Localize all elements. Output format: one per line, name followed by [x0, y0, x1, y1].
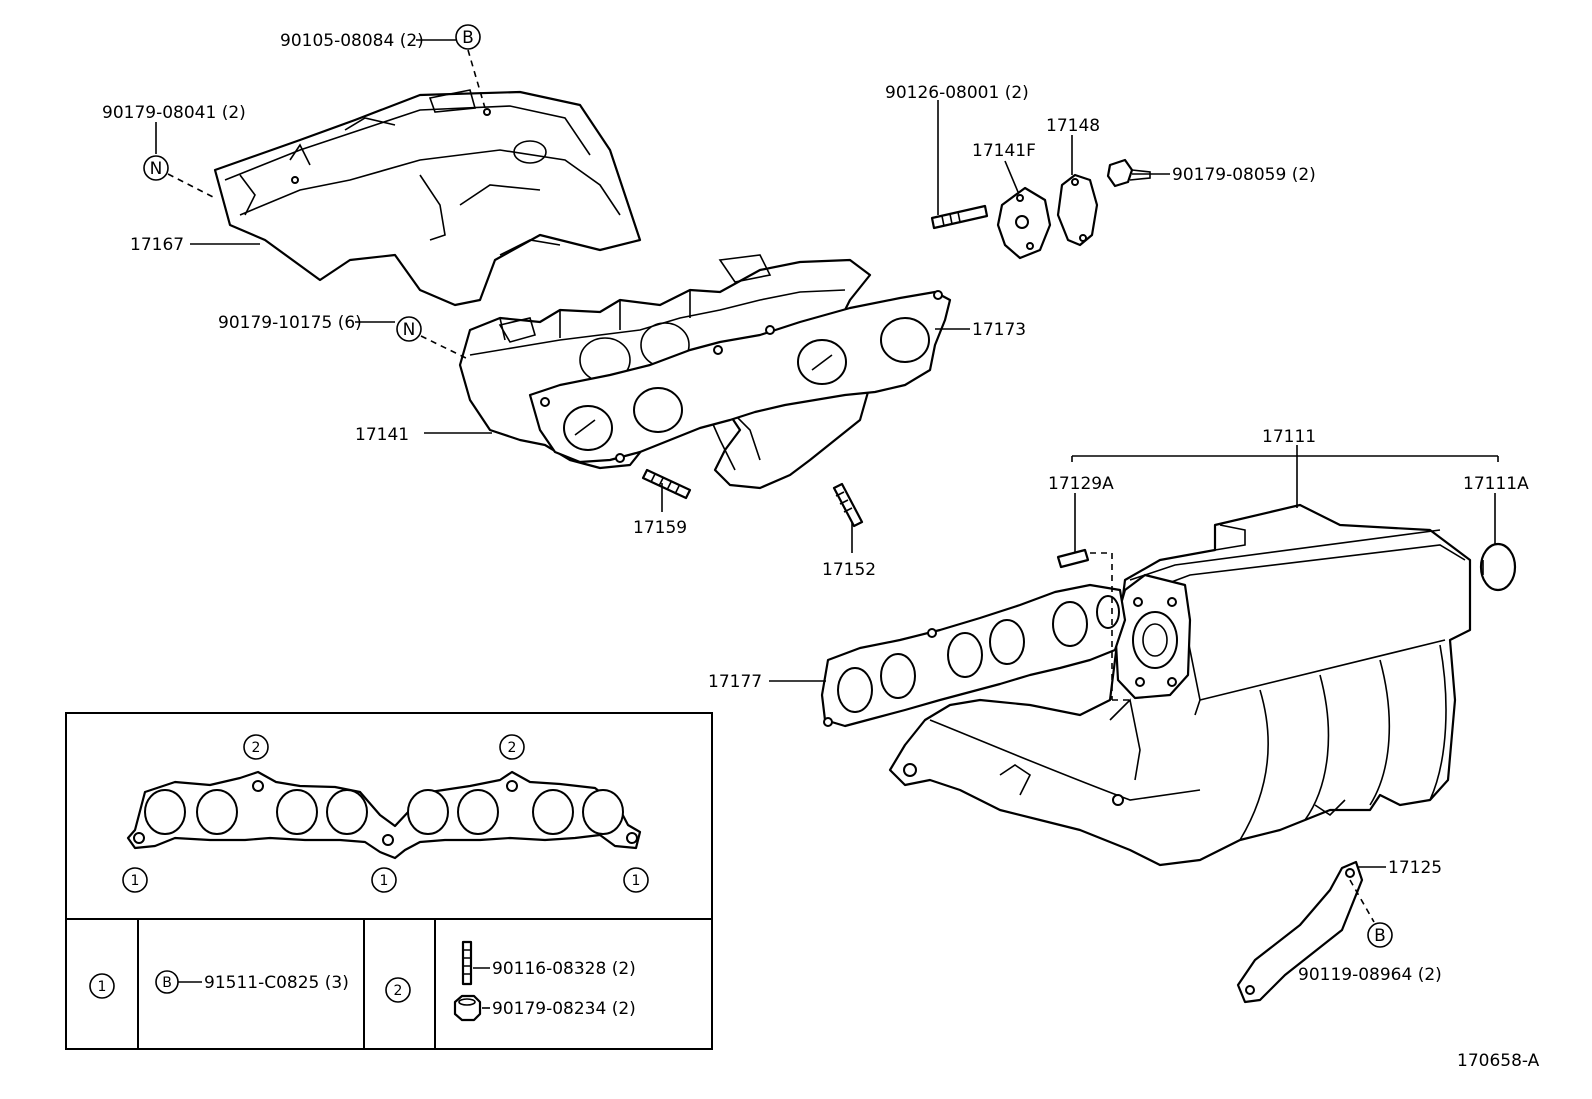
inset-symbol-1-center: 1 [380, 873, 389, 889]
gasket-17141F [996, 186, 1052, 260]
exhaust-gasket-17173 [528, 290, 952, 464]
intake-manifold-17111 [888, 503, 1472, 867]
label-17148: 17148 [1046, 116, 1100, 136]
label-17152: 17152 [822, 560, 876, 580]
label-17173: 17173 [972, 320, 1026, 340]
label-90179-08059: 90179-08059 (2) [1172, 165, 1316, 185]
inset-symbol-2-left: 2 [252, 740, 261, 756]
pin-17129A [1056, 548, 1090, 569]
label-17167: 17167 [130, 235, 184, 255]
table-part-90116: 90116-08328 (2) [492, 959, 636, 979]
symbol-b-top: B [462, 28, 474, 48]
intake-gasket-17177 [820, 583, 1127, 728]
label-17111A: 17111A [1463, 474, 1529, 494]
label-17125: 17125 [1388, 858, 1442, 878]
label-17141F: 17141F [972, 141, 1036, 161]
reference-number: 170658-A [1457, 1051, 1540, 1071]
inset-gasket [126, 770, 642, 860]
nut-icon [453, 994, 482, 1022]
table-part-91511: 91511-C0825 (3) [204, 973, 349, 993]
plug-17111A [1479, 542, 1517, 592]
bolt-90179-08059 [1106, 158, 1151, 188]
label-90119-08964: 90119-08964 (2) [1298, 965, 1442, 985]
label-90179-10175: 90179-10175 (6) [218, 313, 362, 333]
table-part-90179-08234: 90179-08234 (2) [492, 999, 636, 1019]
label-17111: 17111 [1262, 427, 1316, 447]
label-17129A: 17129A [1048, 474, 1114, 494]
table-symbol-1: 1 [98, 979, 107, 995]
stud-17159 [641, 468, 692, 500]
label-17177: 17177 [708, 672, 762, 692]
label-90126-08001: 90126-08001 (2) [885, 83, 1029, 103]
label-17159: 17159 [633, 518, 687, 538]
symbol-b-bracket: B [1374, 926, 1386, 946]
symbol-n-manifold: N [403, 320, 416, 340]
label-17141: 17141 [355, 425, 409, 445]
cover-plate-17148 [1056, 173, 1099, 247]
inset-symbol-2-right: 2 [508, 740, 517, 756]
leader-lines [155, 39, 1499, 923]
table-symbol-2: 2 [394, 983, 403, 999]
stud-17152 [832, 482, 864, 528]
heat-insulator-17167 [213, 89, 642, 307]
inset-symbol-1-left: 1 [131, 873, 140, 889]
part-labels: 90105-08084 (2) 90179-08041 (2) 17167 90… [102, 31, 1540, 1071]
inset-symbol-1-right: 1 [632, 873, 641, 889]
stud-icon [461, 940, 473, 986]
label-90105-08084: 90105-08084 (2) [280, 31, 424, 51]
circled-symbols: B N N B [143, 24, 1393, 948]
legend-box: 2 2 1 1 1 1 B 91511-C0825 (3) 2 90116-08… [65, 712, 713, 1050]
stud-90126 [930, 204, 989, 230]
label-90179-08041: 90179-08041 (2) [102, 103, 246, 123]
table-symbol-b: B [162, 975, 172, 991]
bracket-17125 [1236, 860, 1364, 1004]
symbol-n-left: N [150, 159, 163, 179]
